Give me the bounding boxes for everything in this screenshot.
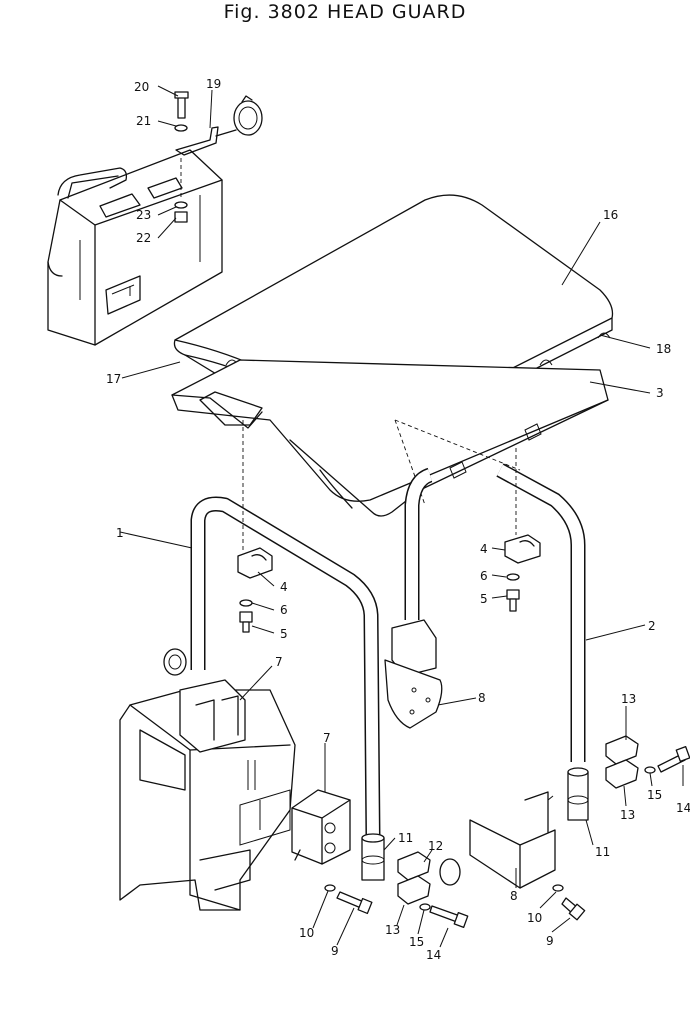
callout-9-right: 9 [546,934,554,948]
callout-6-right: 6 [480,569,488,583]
callout-16: 16 [603,208,618,222]
callout-11-left: 11 [398,831,413,845]
callout-8-upper: 8 [478,691,486,705]
callout-numbers: 20 19 21 23 22 16 17 18 3 1 4 6 5 4 6 5 … [106,77,690,962]
pipe-1 [190,496,381,839]
callout-2: 2 [648,619,656,633]
callout-5-left: 5 [280,627,288,641]
sleeve-left [361,833,385,881]
instrument-box [47,149,223,346]
callout-3: 3 [656,386,664,400]
clamp-right [504,448,541,612]
callout-9-left: 9 [331,944,339,958]
callout-14-left: 14 [426,948,441,962]
callout-6-left: 6 [280,603,288,617]
callout-4-left: 4 [280,580,288,594]
sleeve-right [567,767,589,821]
callout-13-right: 13 [620,808,635,822]
callout-1: 1 [116,526,124,540]
callout-15-right: 15 [647,788,662,802]
base-stand [119,648,296,911]
gauge-bracket [174,91,263,223]
callout-11-right: 11 [595,845,610,859]
callout-7-right: 7 [323,731,331,745]
callout-17: 17 [106,372,121,386]
callout-22: 22 [136,231,151,245]
callout-15-left: 15 [409,935,424,949]
callout-13-top: 13 [621,692,636,706]
lower-clamp-left [397,851,469,928]
clamp-left [237,420,273,633]
figure-title: Fig. 3802 HEAD GUARD [223,1,467,23]
callout-7-left: 7 [275,655,283,669]
callout-21: 21 [136,114,151,128]
bolt-left [324,884,373,915]
leader-lines [119,85,684,948]
callout-5-right: 5 [480,592,488,606]
lower-clamp-right [605,735,690,789]
base-clamp-7 [291,789,351,865]
callout-20: 20 [134,80,149,94]
callout-13-left: 13 [385,923,400,937]
callout-12: 12 [428,839,443,853]
pipe-2 [404,463,586,762]
callout-23: 23 [136,208,151,222]
callout-4-right: 4 [480,542,488,556]
callout-10-right: 10 [527,911,542,925]
callout-18: 18 [656,342,671,356]
lower-bracket [469,791,556,889]
sub-frame [171,359,609,517]
callout-14-right: 14 [676,801,690,815]
pipe-bracket-upper [384,619,443,729]
callout-19: 19 [206,77,221,91]
bolt-right [552,884,586,921]
callout-8-lower: 8 [510,889,518,903]
callout-10-left: 10 [299,926,314,940]
